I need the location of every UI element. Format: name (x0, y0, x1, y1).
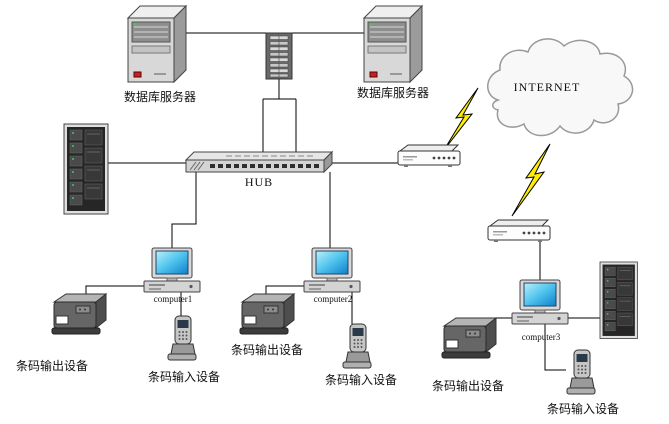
edge-computer2-printer (265, 285, 304, 296)
modem-1-icon (397, 144, 461, 168)
rack-top-icon (265, 32, 293, 80)
db-server-right-icon (363, 5, 423, 83)
rack-left-icon (63, 123, 109, 215)
internet-cloud-icon (487, 38, 634, 137)
scanner1-label: 条码输入设备 (148, 369, 220, 384)
computer3-label: computer3 (522, 332, 561, 342)
barcode-printer-left-icon (51, 293, 107, 335)
db-server-left-icon (127, 5, 187, 83)
connection-lines (85, 32, 600, 371)
db-server-right-label: 数据库服务器 (357, 85, 429, 100)
db-server-left-label: 数据库服务器 (124, 89, 196, 104)
modem-2-icon (487, 219, 551, 243)
hub-label: HUB (245, 175, 273, 189)
computer3-icon (511, 279, 569, 325)
barcode-printer-right-icon (441, 317, 497, 359)
computer2-label: computer2 (314, 294, 353, 304)
computer1-icon (143, 247, 201, 293)
lightning-bolt-icon (511, 143, 551, 217)
barcode-printer-mid-icon (239, 293, 295, 335)
barcode-scanner-2-icon (342, 323, 372, 369)
computer2-icon (303, 247, 361, 293)
scanner2-label: 条码输入设备 (325, 372, 397, 387)
barcode-scanner-1-icon (167, 315, 197, 361)
rack-right-icon (599, 261, 638, 339)
barcode-scanner-3-icon (566, 349, 596, 395)
computer1-label: computer1 (154, 294, 193, 304)
internet-label: INTERNET (514, 80, 581, 94)
printer-mid-label: 条码输出设备 (231, 342, 303, 357)
edge-computer1-printer (85, 285, 144, 296)
edge-computer3-scanner (544, 324, 566, 371)
hub-icon (185, 151, 333, 173)
printer-left-label: 条码输出设备 (16, 358, 88, 373)
scanner3-label: 条码输入设备 (547, 401, 619, 416)
edge-hub-computer1 (171, 172, 197, 248)
lightning-bolt-icon (443, 87, 479, 151)
printer-right-label: 条码输出设备 (432, 378, 504, 393)
